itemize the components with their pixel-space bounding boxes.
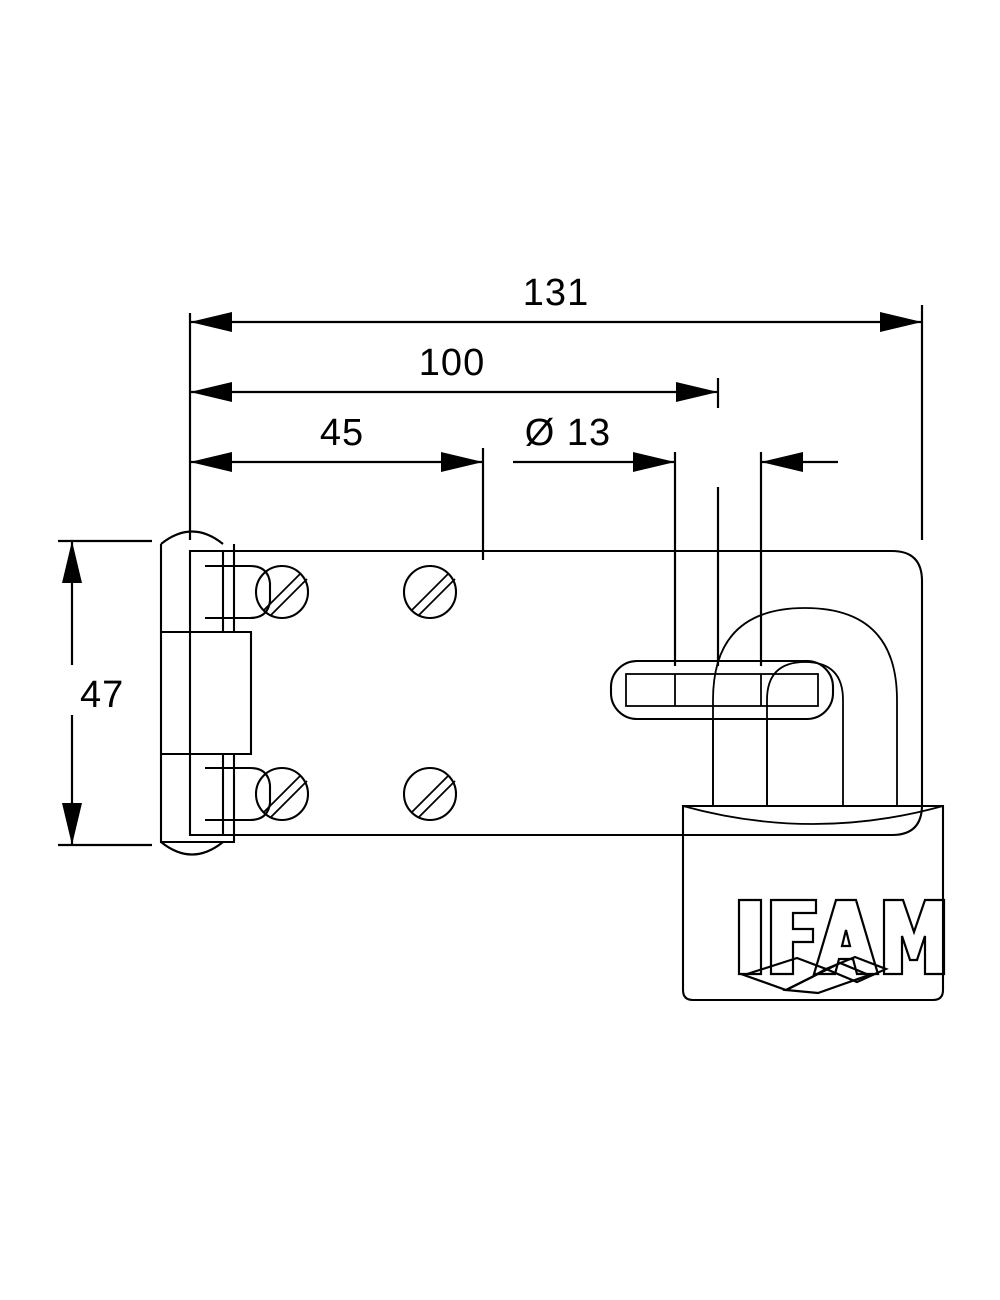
screw-slot-edge-a (263, 775, 301, 813)
hasp-plate (188, 549, 924, 837)
arrowhead-left (190, 312, 232, 332)
arrowhead-bottom (62, 803, 82, 845)
screw-top-right (402, 564, 458, 620)
shackle-legs-lower (712, 719, 768, 806)
arrowhead-left (190, 382, 232, 402)
screw-slot-edge-a (411, 573, 449, 611)
logo-letter-m (882, 898, 946, 976)
logo-letter-i (737, 898, 763, 976)
screw-slot-edge-b (418, 780, 456, 818)
dimension-diameter-13: Ø 13 (513, 412, 838, 666)
dimension-label-100: 100 (419, 342, 485, 384)
arrowhead-right (880, 312, 922, 332)
screw-bottom-right (402, 766, 458, 822)
screw-top-left (254, 564, 310, 620)
arrowhead-left (633, 452, 675, 472)
dimension-label-45: 45 (320, 412, 364, 454)
padlock-shackle (712, 607, 898, 806)
hasp-plate-outline (188, 549, 924, 837)
logo-mark-centre (782, 961, 873, 995)
padlock-body-top-curve (682, 805, 944, 825)
brand-logo (737, 898, 946, 995)
screw-slot-edge-a (263, 573, 301, 611)
logo-mark-right (823, 955, 889, 984)
arrowhead-right (441, 452, 483, 472)
shackle-outer-profile (712, 607, 898, 806)
dimension-45: 45 (190, 412, 485, 560)
hinge-cap-bottom (160, 841, 224, 856)
screw-head-circle (254, 766, 310, 822)
logo-handshake-mark (740, 955, 889, 995)
arrowhead-right (761, 452, 803, 472)
staple-loop (609, 659, 835, 721)
screw-slot-edge-b (418, 578, 456, 616)
shackle-inner-profile (766, 661, 844, 806)
screw-head-circle (254, 564, 310, 620)
screw-head-circle (402, 564, 458, 620)
dimension-100: 100 (190, 342, 720, 408)
arrowhead-top (62, 541, 82, 583)
hinge-cap-top (160, 530, 224, 545)
logo-letter-f (769, 898, 818, 976)
screw-head-circle (402, 766, 458, 822)
dimension-label-47: 47 (80, 674, 124, 716)
hinge-leaf-tabs (205, 564, 272, 822)
screw-bottom-left (254, 766, 310, 822)
dimension-131: 131 (188, 272, 924, 540)
arrowhead-left (190, 452, 232, 472)
screw-slot-edge-a (411, 775, 449, 813)
screw-slot-edge-b (270, 578, 308, 616)
staple-outer (609, 659, 835, 721)
staple-inner-slot (625, 673, 819, 707)
hinge-tab-upper (205, 564, 272, 620)
hinge-tab-lower (205, 766, 272, 822)
arrowhead-right (676, 382, 718, 402)
hinge-barrel-lower (159, 754, 236, 844)
dimension-label-diameter-13: Ø 13 (525, 412, 611, 454)
hinge-barrel-centre (159, 630, 253, 756)
padlock-body (681, 804, 945, 1002)
padlock-body-outline (681, 804, 945, 1002)
dimension-47: 47 (58, 539, 152, 847)
hinge-knuckle (159, 530, 253, 856)
dimension-label-131: 131 (523, 272, 589, 314)
screw-slot-edge-b (270, 780, 308, 818)
